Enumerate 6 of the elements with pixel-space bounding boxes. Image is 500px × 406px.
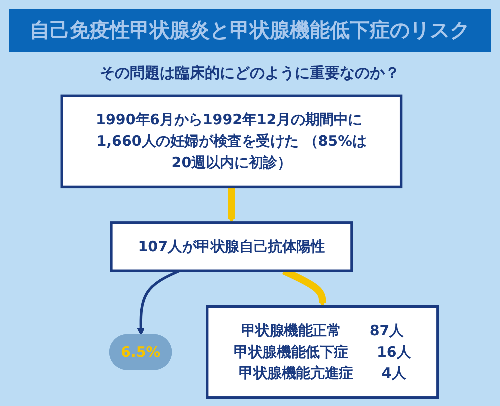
node-box: 甲状腺機能正常 87人 甲状腺機能低下症 16人 甲状腺機能亢進症 4人	[206, 305, 440, 400]
title-banner: 自己免疫性甲状腺炎と甲状腺機能低下症のリスク	[9, 9, 491, 52]
node-box: 1990年6月から1992年12月の期間中に 1,660人の妊婦が検査を受けた （85%は20週以内に初診）	[60, 94, 403, 189]
node-box: 107人が甲状腺自己抗体陽性	[110, 222, 354, 272]
subtitle-text: その問題は臨床的にどのように重要なのか？	[99, 64, 401, 83]
arrow	[228, 186, 236, 224]
